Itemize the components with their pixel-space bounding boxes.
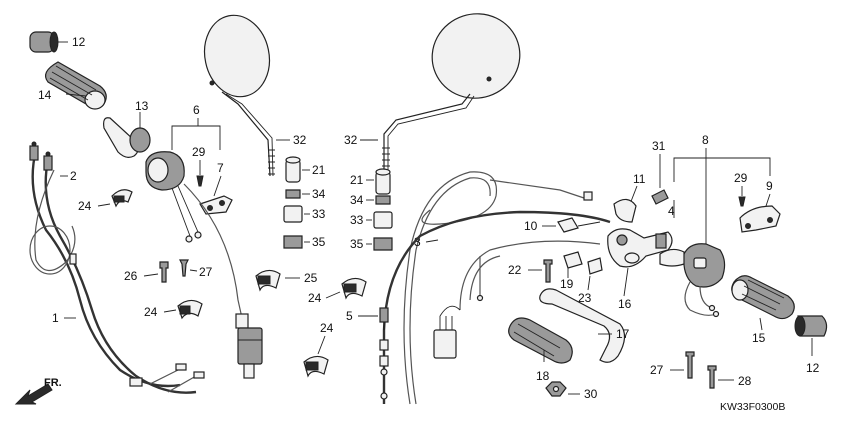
callout-27-left: 27 bbox=[199, 265, 213, 279]
callout-32-left: 32 bbox=[293, 133, 307, 147]
callout-12-left: 12 bbox=[72, 35, 86, 49]
callout-26: 26 bbox=[124, 269, 138, 283]
left-switch-wire bbox=[183, 183, 243, 319]
callout-32-right: 32 bbox=[344, 133, 358, 147]
callout-22: 22 bbox=[508, 263, 522, 277]
callout-35-left: 35 bbox=[312, 235, 326, 249]
bar-end-weight-left bbox=[29, 31, 68, 53]
bolt-31 bbox=[651, 189, 669, 205]
cable-band-24c bbox=[341, 277, 367, 300]
mirror-right bbox=[382, 13, 521, 170]
callout-24d: 24 bbox=[320, 321, 334, 335]
cable-band-25 bbox=[255, 269, 281, 292]
callout-18: 18 bbox=[536, 369, 550, 383]
throttle-pipe bbox=[103, 112, 151, 158]
clutch-cable bbox=[403, 171, 593, 405]
callout-21-right: 21 bbox=[350, 173, 364, 187]
callout-8: 8 bbox=[702, 133, 709, 147]
callout-29-right: 29 bbox=[734, 171, 748, 185]
callout-19: 19 bbox=[560, 277, 574, 291]
cable-band-24d bbox=[303, 355, 329, 378]
callout-16: 16 bbox=[618, 297, 632, 311]
callout-14: 14 bbox=[38, 88, 52, 102]
bar-end-weight-right bbox=[794, 315, 828, 337]
callout-24a: 24 bbox=[78, 199, 92, 213]
callout-3: 3 bbox=[414, 235, 421, 249]
callout-31: 31 bbox=[652, 139, 666, 153]
diagram-code: KW33F0300B bbox=[720, 401, 785, 413]
callout-30: 30 bbox=[584, 387, 598, 401]
brake-lever bbox=[539, 288, 626, 363]
mirror-hardware-left bbox=[283, 156, 303, 249]
callout-12-right: 12 bbox=[806, 361, 820, 375]
throttle-housing bbox=[145, 151, 202, 243]
brake-switch-wire bbox=[433, 240, 601, 359]
callout-15: 15 bbox=[752, 331, 766, 345]
nut-30 bbox=[545, 381, 567, 397]
mirror-hardware-right bbox=[373, 168, 393, 251]
lever-grip bbox=[508, 317, 573, 364]
grip-right bbox=[731, 275, 795, 320]
callout-7: 7 bbox=[217, 161, 224, 175]
grip-left bbox=[45, 61, 107, 110]
callout-34-left: 34 bbox=[312, 187, 326, 201]
pivot-bolt-22 bbox=[543, 259, 553, 283]
screw-29-right bbox=[738, 196, 746, 207]
callout-21-left: 21 bbox=[312, 163, 326, 177]
callout-6: 6 bbox=[193, 103, 200, 117]
callout-29-left: 29 bbox=[192, 145, 206, 159]
clamp-7 bbox=[199, 195, 233, 215]
left-switch-coupler bbox=[235, 313, 263, 379]
callout-25: 25 bbox=[304, 271, 318, 285]
bolts-26-27 bbox=[159, 259, 189, 283]
choke-cable bbox=[379, 210, 611, 404]
throttle-cables bbox=[29, 141, 205, 394]
callout-9: 9 bbox=[766, 179, 773, 193]
callout-28: 28 bbox=[738, 374, 752, 388]
callout-17: 17 bbox=[616, 327, 630, 341]
callout-24b: 24 bbox=[144, 305, 158, 319]
callout-2: 2 bbox=[70, 169, 77, 183]
callout-33-left: 33 bbox=[312, 207, 326, 221]
screw-23 bbox=[587, 257, 603, 275]
callout-24c: 24 bbox=[308, 291, 322, 305]
cable-band-24b bbox=[177, 299, 203, 320]
cable-band-24a bbox=[111, 189, 133, 208]
callout-1: 1 bbox=[52, 311, 59, 325]
callout-27-right: 27 bbox=[650, 363, 664, 377]
callout-4: 4 bbox=[668, 204, 675, 218]
front-arrow bbox=[14, 383, 53, 405]
clutch-switch bbox=[557, 217, 601, 233]
screw-29-left bbox=[196, 175, 204, 187]
callout-10: 10 bbox=[524, 219, 538, 233]
callout-5: 5 bbox=[346, 309, 353, 323]
callout-34-right: 34 bbox=[350, 193, 364, 207]
right-switch-housing bbox=[659, 243, 726, 318]
callout-23: 23 bbox=[578, 291, 592, 305]
callout-33-right: 33 bbox=[350, 213, 364, 227]
callout-11: 11 bbox=[633, 172, 646, 186]
callout-13: 13 bbox=[135, 99, 149, 113]
callout-35-right: 35 bbox=[350, 237, 364, 251]
front-label: FR. bbox=[44, 377, 62, 389]
lever-bracket-cover bbox=[613, 198, 637, 223]
mirror-left bbox=[203, 14, 275, 177]
switch-19 bbox=[563, 251, 583, 269]
bolts-27-28 bbox=[685, 351, 717, 389]
